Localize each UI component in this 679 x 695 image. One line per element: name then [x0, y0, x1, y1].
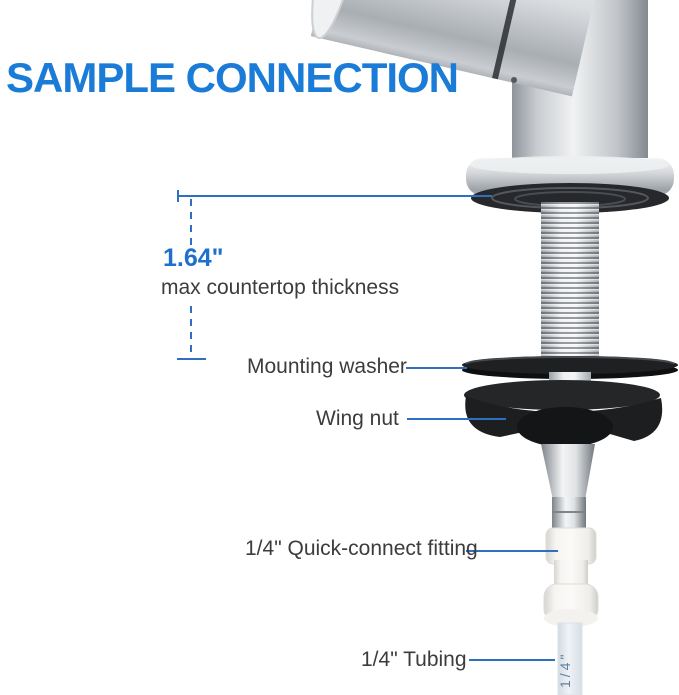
callout-mounting-washer: Mounting washer [247, 355, 407, 378]
faucet-spout-seam [492, 0, 534, 80]
callout-wing-nut: Wing nut [316, 407, 399, 430]
dimension-description: max countertop thickness [161, 276, 400, 299]
annotation-lines [177, 190, 558, 661]
threaded-rod-threads [541, 202, 599, 364]
connector-cone [541, 444, 595, 500]
faucet-body-group: 1/4" [310, 0, 678, 695]
tubing [557, 622, 583, 695]
mounting-washer [462, 356, 678, 374]
page-title: SAMPLE CONNECTION [6, 54, 459, 101]
faucet-flange-top [470, 156, 670, 174]
faucet-spout-endcap [311, 0, 363, 40]
wing-nut-hub [517, 407, 613, 447]
quick-connect-neck [554, 560, 588, 588]
dimension-value: 1.64" [163, 244, 224, 272]
spout-drip-point [511, 77, 517, 83]
quick-connect-upper-collar [545, 527, 597, 565]
tubing-print: 1/4" [557, 652, 573, 688]
callout-tubing: 1/4" Tubing [361, 648, 467, 671]
faucet-spout [310, 0, 608, 97]
wing-nut-top-disc [464, 380, 660, 410]
callout-quick-connect-fitting: 1/4" Quick-connect fitting [245, 537, 478, 560]
mounting-washer-highlight [465, 356, 675, 365]
